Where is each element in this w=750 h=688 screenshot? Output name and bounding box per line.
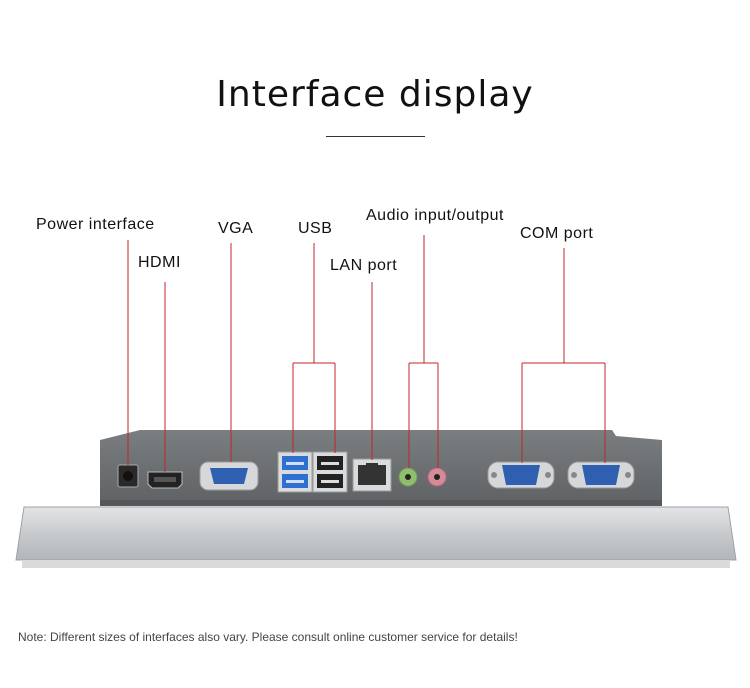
label-hdmi: HDMI — [138, 254, 181, 271]
com-port-1 — [487, 461, 555, 489]
power-jack — [117, 464, 139, 488]
label-audio: Audio input/output — [366, 207, 504, 224]
panel-bezel — [15, 506, 737, 568]
usb-ports-black — [312, 451, 348, 493]
vga-port — [199, 461, 259, 491]
label-vga: VGA — [218, 220, 254, 237]
com-port-2 — [567, 461, 635, 489]
audio-jack-green — [398, 467, 418, 487]
label-lan-port: LAN port — [330, 257, 398, 274]
page-title: Interface display — [216, 74, 534, 115]
usb-ports-blue — [277, 451, 313, 493]
hdmi-port — [147, 471, 183, 489]
label-usb: USB — [298, 220, 333, 237]
leader-lines — [127, 235, 606, 472]
audio-jack-pink — [427, 467, 447, 487]
disclaimer-note: Note: Different sizes of interfaces also… — [18, 630, 518, 644]
title-underline — [326, 136, 425, 137]
leader-com — [521, 248, 606, 463]
label-power-interface: Power interface — [36, 216, 155, 233]
leader-audio — [408, 235, 439, 468]
leader-usb — [292, 243, 336, 453]
lan-port — [352, 458, 392, 492]
label-com-port: COM port — [520, 225, 594, 242]
